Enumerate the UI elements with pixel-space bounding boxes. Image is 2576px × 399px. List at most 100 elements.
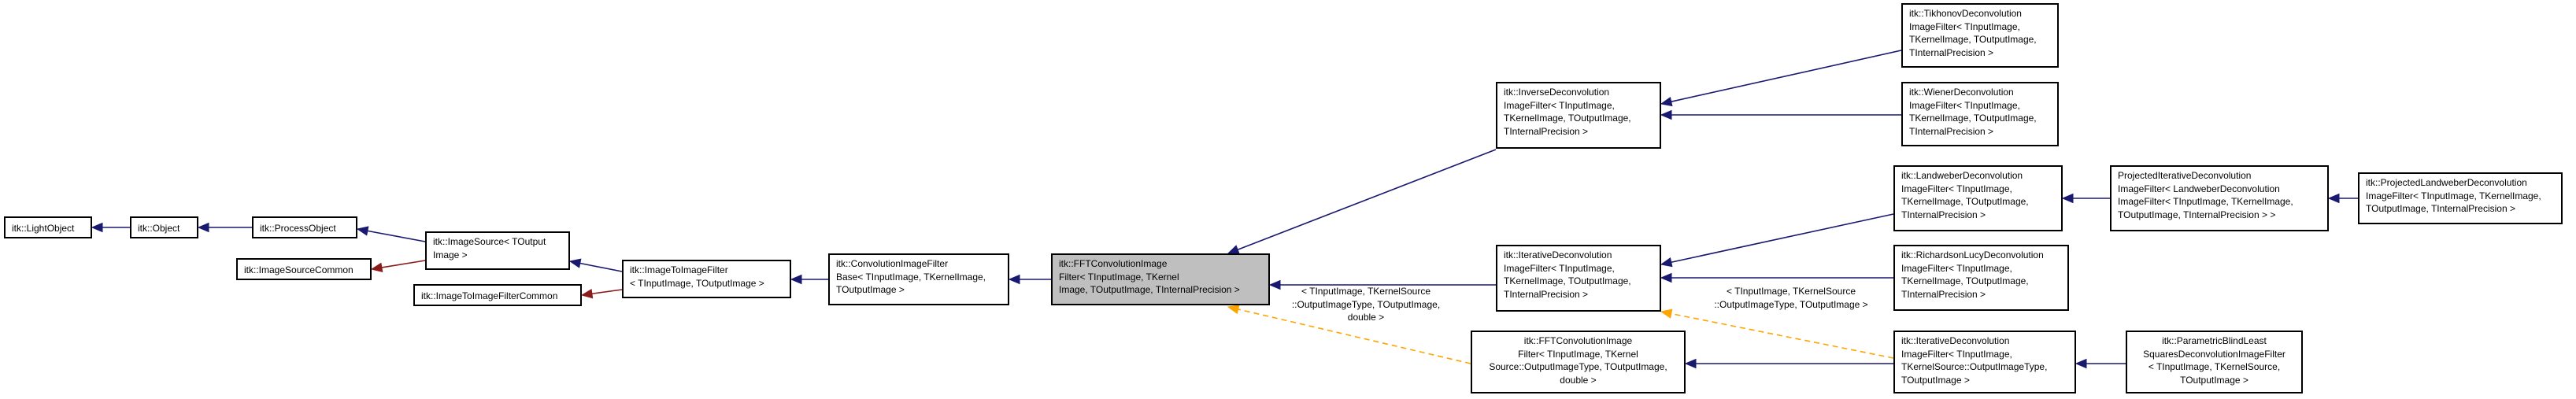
- node-text-line: TOutputImage >: [1901, 374, 1970, 386]
- node-text-line: SquaresDeconvolutionImageFilter: [2143, 348, 2285, 360]
- edge-label-line: ::OutputImageType, TOutputImage >: [1714, 298, 1868, 310]
- node-text-line: Image, TOutputImage, TInternalPrecision …: [1059, 284, 1240, 295]
- edge-inversedeconv-to-fftconvolution-arrowhead: [1227, 245, 1240, 254]
- node-text-line: itk::ProcessObject: [260, 223, 336, 234]
- node-text-line: itk::ConvolutionImageFilter: [836, 258, 949, 269]
- node-text-line: ImageFilter< TInputImage,: [1909, 20, 2020, 32]
- node-text-line: TInternalPrecision >: [1909, 125, 1994, 137]
- edge-iterativedeconv2-to-iterativedeconv-arrowhead: [1660, 308, 1673, 319]
- node-text-line: TKernelImage, TOutputImage,: [1909, 34, 2037, 45]
- node-text-line: ImageFilter< TInputImage,: [1909, 99, 2020, 111]
- edge-parametricblind-to-iterativedeconv2-arrowhead: [2074, 358, 2087, 369]
- node-itk-imagetoimagefilter[interactable]: itk::ImageToImageFilter< TInputImage, TO…: [622, 260, 791, 298]
- node-text-line: itk::ImageSource< TOutput: [433, 236, 546, 247]
- node-text-line: itk::InverseDeconvolution: [1504, 87, 1610, 98]
- node-text-line: TInternalPrecision >: [1504, 288, 1589, 300]
- edge-imagesource-to-processobject: [367, 230, 426, 242]
- node-text-line: TKernelImage, TOutputImage,: [1504, 275, 1631, 286]
- edge-fftconvolution2-to-fftconvolution: [1238, 308, 1471, 364]
- node-text-line: TKernelImage, TOutputImage,: [1909, 113, 2037, 124]
- edge-imagesource-to-processobject-arrowhead: [356, 226, 369, 236]
- node-text-line: TOutputImage >: [836, 284, 905, 295]
- edge-imagesource-to-imagesourcecommon-arrowhead: [370, 262, 383, 273]
- edge-label-line: double >: [1347, 312, 1385, 323]
- node-text-line: TInternalPrecision >: [1504, 125, 1589, 137]
- edge-richardsonlucy-to-iterativedeconv-arrowhead: [1660, 272, 1672, 283]
- edge-landweber-to-iterativedeconv-arrowhead: [1660, 257, 1673, 268]
- node-text-line: TKernelSource::OutputImageType,: [1901, 361, 2048, 372]
- node-text-line: TOutputImage >: [2180, 374, 2248, 386]
- node-text-line: ImageFilter< TInputImage,: [1504, 262, 1615, 274]
- node-itk-imagetoimagefiltercommon[interactable]: itk::ImageToImageFilterCommon: [413, 284, 582, 306]
- edge-imagetoimagefilter-to-imagesource-arrowhead: [568, 258, 582, 268]
- node-text-line: TKernelImage, TOutputImage,: [1504, 113, 1631, 124]
- node-text-line: ImageFilter< TInputImage,: [1901, 183, 2012, 194]
- edge-convolutionbase-to-imagetoimagefilter-arrowhead: [790, 274, 802, 285]
- node-text-line: itk::ImageToImageFilterCommon: [421, 290, 558, 301]
- node-text-line: ImageFilter< TInputImage,: [1901, 348, 2012, 360]
- node-text-line: itk::FFTConvolutionImage: [1523, 335, 1633, 346]
- node-text-line: itk::ImageToImageFilter: [630, 264, 728, 275]
- node-text-line: itk::ProjectedLandweberDeconvolution: [2366, 177, 2527, 188]
- edge-projectediterative-to-landweber-arrowhead: [2061, 193, 2074, 204]
- node-text-line: TInternalPrecision >: [1901, 209, 1986, 220]
- node-text-line: TKernelImage, TOutputImage,: [1901, 196, 2029, 207]
- node-text-line: TOutputImage, TInternalPrecision > >: [2118, 209, 2276, 220]
- node-text-line: itk::TikhonovDeconvolution: [1909, 8, 2022, 19]
- edge-fftconvolution-to-convolutionbase-arrowhead: [1008, 274, 1020, 285]
- node-text-line: TKernelImage, TOutputImage,: [1901, 275, 2029, 286]
- node-text-line: double >: [1560, 374, 1597, 386]
- node-itk-lightobject[interactable]: itk::LightObject: [4, 216, 92, 238]
- node-text-line: itk::FFTConvolutionImage: [1059, 258, 1168, 269]
- node-text-line: itk::WienerDeconvolution: [1909, 87, 2014, 98]
- node-text-line: Base< TInputImage, TKernelImage,: [836, 271, 986, 283]
- edge-tikhonov-to-inversedeconv-arrowhead: [1660, 96, 1673, 107]
- node-itk-imagesourcecommon[interactable]: itk::ImageSourceCommon: [236, 258, 372, 280]
- node-text-line: itk::Object: [138, 223, 180, 234]
- edge-object-to-lightobject-arrowhead: [91, 222, 103, 233]
- node-text-line: itk::IterativeDeconvolution: [1504, 249, 1612, 260]
- edge-processobject-to-object-arrowhead: [197, 222, 209, 233]
- node-text-line: ImageFilter< TInputImage, TKernelImage,: [2366, 190, 2541, 201]
- node-itk-object[interactable]: itk::Object: [130, 216, 198, 238]
- node-text-line: Source::OutputImageType, TOutputImage,: [1489, 361, 1667, 372]
- edge-iterativedeconv-to-fftconvolution-arrowhead: [1268, 279, 1281, 290]
- edge-label-iterative-template-args: < TInputImage, TKernelSource::OutputImag…: [1701, 285, 1882, 311]
- edge-tikhonov-to-inversedeconv: [1671, 50, 1902, 102]
- edge-label-fft-template-args: < TInputImage, TKernelSource::OutputImag…: [1283, 285, 1449, 324]
- node-text-line: itk::ImageSourceCommon: [244, 264, 353, 275]
- node-text-line: Filter< TInputImage, TKernel: [1059, 271, 1179, 283]
- edge-wiener-to-inversedeconv-arrowhead: [1660, 109, 1672, 120]
- edge-label-line: < TInputImage, TKernelSource: [1727, 286, 1856, 297]
- node-text-line: < TInputImage, TOutputImage >: [630, 277, 764, 289]
- node-text-line: itk::RichardsonLucyDeconvolution: [1901, 249, 2044, 260]
- node-text-line: TInternalPrecision >: [1909, 46, 1994, 58]
- node-text-line: TInternalPrecision >: [1901, 288, 1986, 300]
- edge-imagesource-to-imagesourcecommon: [381, 260, 426, 268]
- node-text-line: itk::IterativeDeconvolution: [1901, 335, 2010, 346]
- node-text-line: TOutputImage, TInternalPrecision >: [2366, 203, 2515, 214]
- edge-inversedeconv-to-fftconvolution: [1237, 149, 1497, 251]
- node-text-line: ImageFilter< TInputImage,: [1901, 262, 2012, 274]
- edge-imagetoimagefilter-to-imagesource: [579, 262, 623, 272]
- node-text-line: itk::ParametricBlindLeast: [2162, 335, 2267, 346]
- node-text-line: < TInputImage, TKernelSource,: [2148, 361, 2281, 372]
- node-itk-processobject[interactable]: itk::ProcessObject: [252, 216, 357, 238]
- edge-imagetoimagefilter-to-common-arrowhead: [580, 288, 594, 299]
- edge-projectedlandweber-to-projectediterative-arrowhead: [2327, 193, 2340, 204]
- edge-imagetoimagefilter-to-common: [591, 289, 623, 295]
